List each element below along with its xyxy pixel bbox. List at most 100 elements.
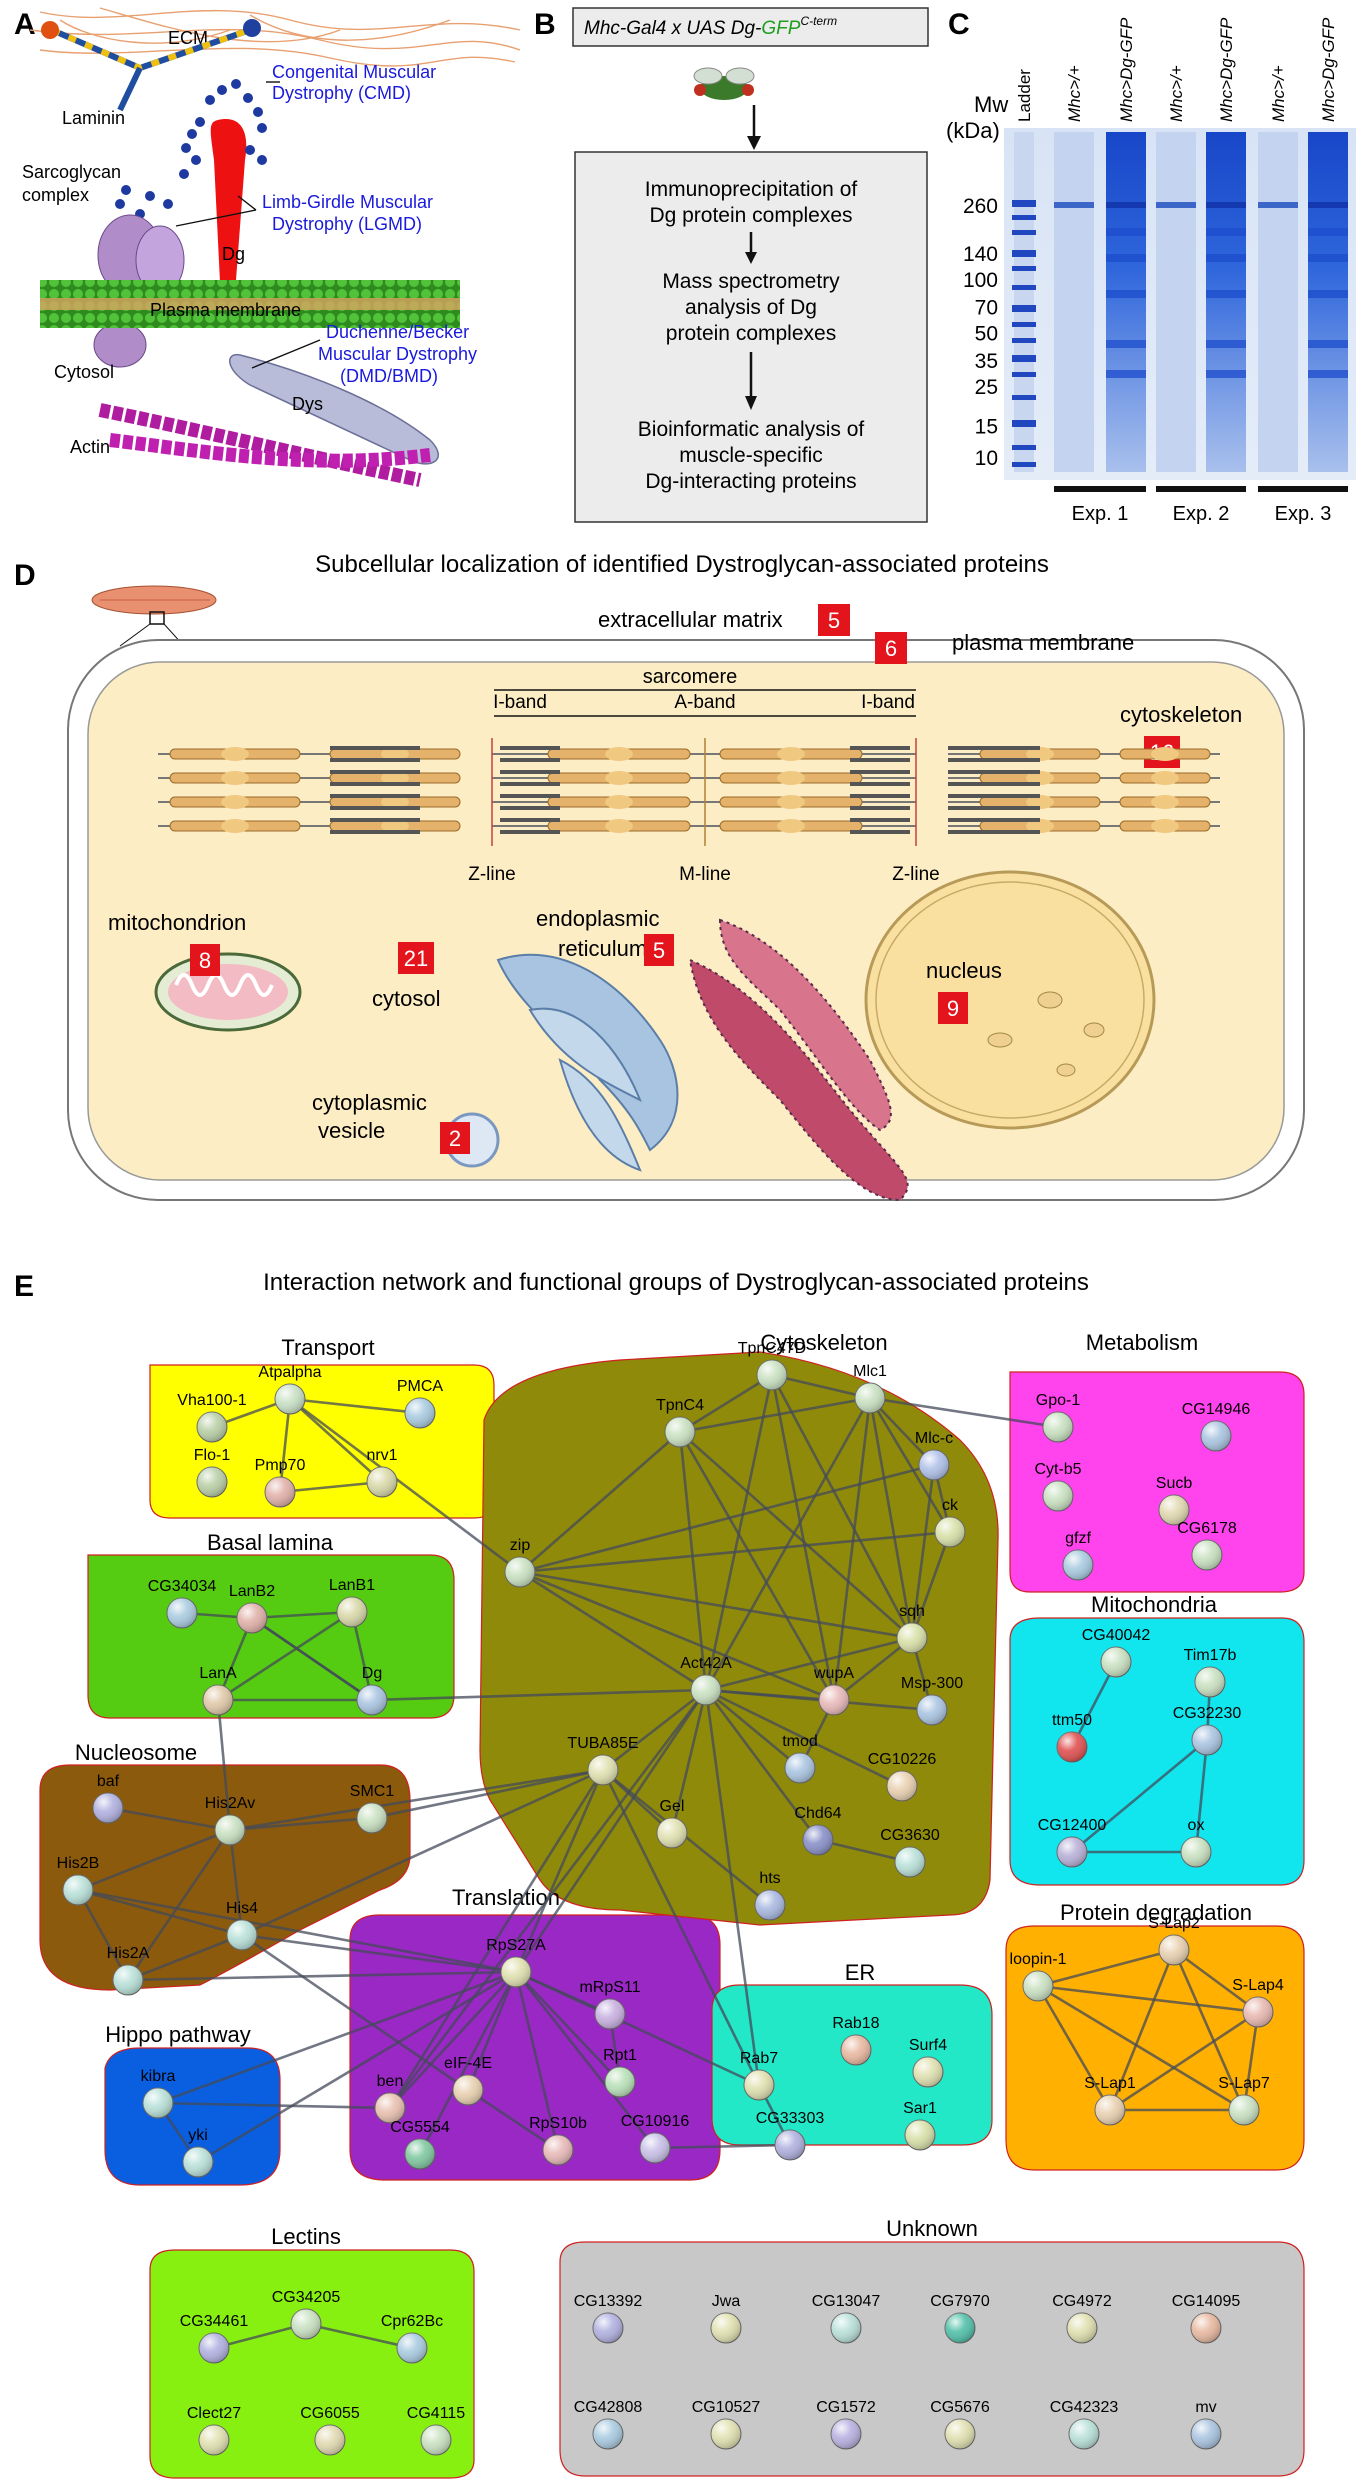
protein-node-cg42323[interactable]: CG42323 (1050, 2399, 1119, 2450)
protein-node-cpr62bc[interactable]: Cpr62Bc (381, 2313, 443, 2364)
protein-node-cg42808[interactable]: CG42808 (574, 2399, 643, 2450)
protein-node-rps27a[interactable]: RpS27A (486, 1937, 546, 1988)
protein-node-eif-4e[interactable]: eIF-4E (444, 2055, 492, 2106)
protein-node-cg34205[interactable]: CG34205 (272, 2289, 341, 2340)
protein-node-cg5676[interactable]: CG5676 (930, 2399, 990, 2450)
protein-node-surf4[interactable]: Surf4 (909, 2037, 947, 2088)
protein-node-rpt1[interactable]: Rpt1 (603, 2047, 637, 2098)
edge-s-lap2-s-lap1 (1108, 1949, 1176, 2111)
protein-node-rps10b[interactable]: RpS10b (529, 2115, 587, 2166)
protein-node-clect27[interactable]: Clect27 (187, 2405, 241, 2456)
protein-node-cg40042[interactable]: CG40042 (1082, 1627, 1151, 1678)
protein-node-cg33303[interactable]: CG33303 (756, 2110, 825, 2161)
protein-node-cg3630[interactable]: CG3630 (880, 1827, 940, 1878)
protein-node-ben[interactable]: ben (374, 2073, 406, 2124)
protein-node-smc1[interactable]: SMC1 (350, 1783, 395, 1834)
protein-node-tpnc4[interactable]: TpnC4 (656, 1397, 704, 1448)
protein-node-ox[interactable]: ox (1180, 1817, 1212, 1868)
badge-nucleus-count: 9 (947, 996, 959, 1021)
protein-node-cg10226[interactable]: CG10226 (868, 1751, 937, 1802)
protein-node-tuba85e[interactable]: TUBA85E (567, 1735, 639, 1786)
protein-node-zip[interactable]: zip (504, 1537, 536, 1588)
protein-node-lana[interactable]: LanA (199, 1665, 237, 1716)
protein-node-rab7[interactable]: Rab7 (740, 2050, 778, 2101)
protein-node-cg14946[interactable]: CG14946 (1182, 1401, 1251, 1452)
protein-node-s-lap7[interactable]: S-Lap7 (1218, 2075, 1270, 2126)
protein-node-cg34461[interactable]: CG34461 (180, 2313, 249, 2364)
protein-node-s-lap4[interactable]: S-Lap4 (1232, 1977, 1284, 2028)
protein-node-gfzf[interactable]: gfzf (1062, 1530, 1094, 1581)
protein-node-cg13047[interactable]: CG13047 (812, 2293, 881, 2344)
protein-node-cg1572[interactable]: CG1572 (816, 2399, 876, 2450)
protein-label-cg32230: CG32230 (1173, 1705, 1242, 1722)
ladder-band (1012, 305, 1036, 312)
protein-node-his2av[interactable]: His2Av (205, 1795, 255, 1846)
protein-node-hts[interactable]: hts (754, 1870, 786, 1921)
protein-node-ck[interactable]: ck (934, 1497, 966, 1548)
protein-node-cyt-b5[interactable]: Cyt-b5 (1034, 1461, 1082, 1512)
protein-node-lanb2[interactable]: LanB2 (229, 1583, 275, 1634)
protein-node-cg34034[interactable]: CG34034 (148, 1578, 217, 1629)
gel-band (1156, 202, 1196, 208)
protein-node-cg5554[interactable]: CG5554 (390, 2119, 450, 2170)
protein-node-cg32230[interactable]: CG32230 (1173, 1705, 1242, 1756)
protein-node-mrps11[interactable]: mRpS11 (579, 1979, 641, 2030)
protein-label-cg12400: CG12400 (1038, 1817, 1107, 1834)
protein-node-loopin-1[interactable]: loopin-1 (1010, 1951, 1067, 2002)
protein-node-mlc1[interactable]: Mlc1 (853, 1363, 887, 1414)
protein-node-cg14095[interactable]: CG14095 (1172, 2293, 1241, 2344)
protein-node-act42a[interactable]: Act42A (680, 1655, 732, 1706)
protein-node-jwa[interactable]: Jwa (710, 2293, 742, 2344)
protein-node-cg6055[interactable]: CG6055 (300, 2405, 360, 2456)
protein-node-sar1[interactable]: Sar1 (903, 2100, 937, 2151)
protein-node-kibra[interactable]: kibra (141, 2068, 176, 2119)
protein-node-s-lap1[interactable]: S-Lap1 (1084, 2075, 1136, 2126)
protein-node-gel[interactable]: Gel (656, 1798, 688, 1849)
protein-node-lanb1[interactable]: LanB1 (329, 1577, 375, 1628)
protein-node-tmod[interactable]: tmod (782, 1733, 818, 1784)
protein-label-cg13392: CG13392 (574, 2293, 643, 2310)
protein-node-ttm50[interactable]: ttm50 (1052, 1712, 1092, 1763)
protein-node-chd64[interactable]: Chd64 (794, 1805, 842, 1856)
protein-node-s-lap2[interactable]: S-Lap2 (1148, 1915, 1200, 1966)
protein-node-cg4115[interactable]: CG4115 (407, 2405, 466, 2456)
protein-node-sucb[interactable]: Sucb (1156, 1475, 1193, 1526)
protein-node-msp-300[interactable]: Msp-300 (901, 1675, 963, 1726)
protein-node-dg[interactable]: Dg (356, 1665, 388, 1716)
protein-node-cg13392[interactable]: CG13392 (574, 2293, 643, 2344)
protein-node-mlc-c[interactable]: Mlc-c (915, 1430, 953, 1481)
protein-node-vha100-1[interactable]: Vha100-1 (177, 1392, 247, 1443)
protein-node-cg10916[interactable]: CG10916 (621, 2113, 690, 2164)
protein-label-ck: ck (942, 1497, 959, 1514)
protein-node-pmp70[interactable]: Pmp70 (255, 1457, 306, 1508)
protein-node-nrv1[interactable]: nrv1 (366, 1447, 398, 1498)
protein-node-gpo-1[interactable]: Gpo-1 (1036, 1392, 1081, 1443)
protein-node-cg4972[interactable]: CG4972 (1052, 2293, 1112, 2344)
protein-node-cg6178[interactable]: CG6178 (1177, 1520, 1237, 1571)
protein-node-pmca[interactable]: PMCA (397, 1378, 444, 1429)
protein-node-flo-1[interactable]: Flo-1 (194, 1447, 231, 1498)
dmd-label-2: Muscular Dystrophy (318, 344, 477, 364)
protein-node-cg12400[interactable]: CG12400 (1038, 1817, 1107, 1868)
protein-node-mv[interactable]: mv (1190, 2399, 1222, 2450)
protein-node-atpalpha[interactable]: Atpalpha (258, 1364, 322, 1415)
protein-node-cg10527[interactable]: CG10527 (692, 2399, 761, 2450)
protein-node-yki[interactable]: yki (182, 2127, 214, 2178)
protein-label-cg7970: CG7970 (930, 2293, 990, 2310)
protein-node-tpnc47d[interactable]: TpnC47D (738, 1340, 806, 1391)
protein-node-his2b[interactable]: His2B (57, 1855, 100, 1906)
dmd-label-3: (DMD/BMD) (340, 366, 438, 386)
edge-lanb1-lana (217, 1610, 353, 1702)
protein-node-tim17b[interactable]: Tim17b (1184, 1647, 1237, 1698)
protein-node-his2a[interactable]: His2A (107, 1945, 150, 1996)
protein-label-sar1: Sar1 (903, 2100, 937, 2117)
protein-node-rab18[interactable]: Rab18 (832, 2015, 880, 2066)
protein-node-baf[interactable]: baf (92, 1773, 124, 1824)
protein-node-sqh[interactable]: sqh (896, 1603, 928, 1654)
protein-node-wupa[interactable]: wupA (813, 1665, 854, 1716)
gel-lane-dg (1106, 132, 1146, 472)
protein-node-his4[interactable]: His4 (226, 1900, 258, 1951)
protein-node-cg7970[interactable]: CG7970 (930, 2293, 990, 2344)
